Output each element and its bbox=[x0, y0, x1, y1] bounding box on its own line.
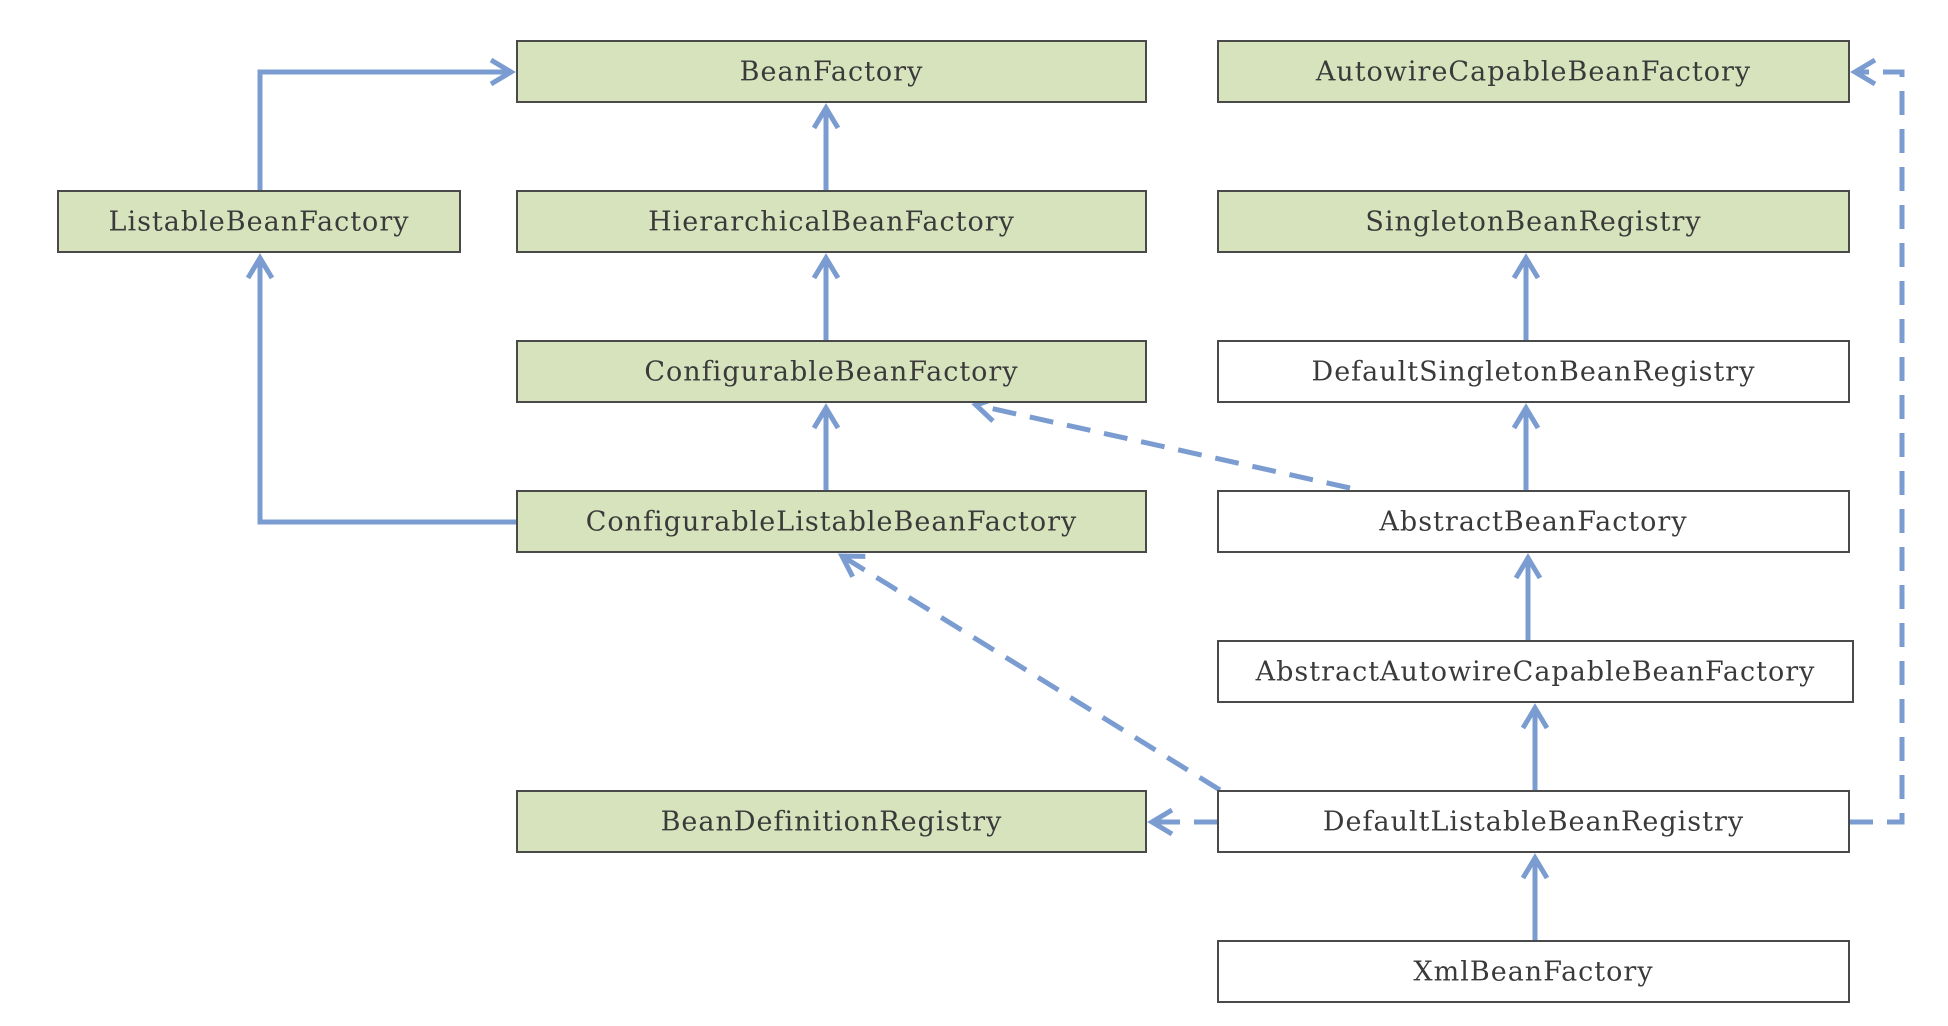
node-abstract-bean-factory: AbstractBeanFactory bbox=[1217, 490, 1850, 553]
node-box bbox=[516, 790, 1147, 853]
node-box bbox=[1217, 190, 1850, 253]
arrowhead-icon bbox=[1520, 703, 1550, 730]
node-default-singleton-bean-registry: DefaultSingletonBeanRegistry bbox=[1217, 340, 1850, 403]
edge-line bbox=[257, 258, 517, 525]
edge-abstract-autowire-capable-bean-factory-to-abstract-bean-factory bbox=[1513, 553, 1543, 641]
edge-line bbox=[840, 553, 1222, 793]
node-box bbox=[1217, 490, 1850, 553]
edge-line bbox=[257, 69, 511, 191]
node-label: AutowireCapableBeanFactory bbox=[1315, 57, 1751, 88]
node-abstract-autowire-capable-bean-factory: AbstractAutowireCapableBeanFactory bbox=[1217, 640, 1854, 703]
edge-default-singleton-bean-registry-to-singleton-bean-registry bbox=[1511, 253, 1541, 341]
arrowhead-icon bbox=[811, 103, 841, 130]
node-label: SingletonBeanRegistry bbox=[1365, 207, 1701, 238]
arrowhead-icon bbox=[1511, 403, 1541, 430]
edge-abstract-bean-factory-to-default-singleton-bean-registry bbox=[1511, 403, 1541, 491]
node-configurable-listable-bean-factory: ConfigurableListableBeanFactory bbox=[516, 490, 1147, 553]
node-label: HierarchicalBeanFactory bbox=[648, 207, 1015, 238]
node-box bbox=[57, 190, 461, 253]
node-bean-factory: BeanFactory bbox=[516, 40, 1147, 103]
arrowhead-icon bbox=[1850, 57, 1877, 87]
node-label: DefaultSingletonBeanRegistry bbox=[1312, 357, 1756, 388]
nodes-layer: BeanFactory AutowireCapableBeanFactoryLis… bbox=[57, 40, 1854, 1003]
arrowhead-icon bbox=[1511, 253, 1541, 280]
edge-line bbox=[1849, 69, 1905, 825]
arrowhead-icon bbox=[811, 403, 841, 430]
node-xml-bean-factory: XmlBeanFactory bbox=[1217, 940, 1850, 1003]
node-autowire-capable-bean-factory: AutowireCapableBeanFactory bbox=[1217, 40, 1850, 103]
edge-default-listable-bean-registry-to-configurable-listable-bean-factory bbox=[837, 553, 1222, 793]
node-box bbox=[1217, 40, 1850, 103]
node-bean-definition-registry: BeanDefinitionRegistry bbox=[516, 790, 1147, 853]
edge-xml-bean-factory-to-default-listable-bean-registry bbox=[1520, 853, 1550, 941]
node-box bbox=[1217, 940, 1850, 1003]
node-default-listable-bean-registry: DefaultListableBeanRegistry bbox=[1217, 790, 1850, 853]
node-box bbox=[1217, 340, 1850, 403]
node-box bbox=[516, 40, 1147, 103]
node-label: AbstractAutowireCapableBeanFactory bbox=[1255, 657, 1816, 688]
edges-layer bbox=[245, 57, 1905, 941]
node-label: AbstractBeanFactory bbox=[1378, 507, 1687, 538]
arrowhead-icon bbox=[1513, 553, 1543, 580]
node-hierarchical-bean-factory: HierarchicalBeanFactory bbox=[516, 190, 1147, 253]
edge-default-listable-bean-registry-to-bean-definition-registry bbox=[1147, 807, 1218, 837]
node-label: ConfigurableListableBeanFactory bbox=[586, 507, 1077, 538]
arrowhead-icon bbox=[245, 253, 275, 280]
edge-default-listable-bean-registry-to-abstract-autowire-capable-bean-factory bbox=[1520, 703, 1550, 791]
edge-default-listable-bean-registry-to-autowire-capable-bean-factory bbox=[1849, 57, 1905, 825]
edge-abstract-bean-factory-to-configurable-bean-factory bbox=[971, 395, 1351, 491]
node-label: ListableBeanFactory bbox=[109, 207, 410, 238]
node-label: DefaultListableBeanRegistry bbox=[1323, 807, 1744, 838]
node-label: BeanFactory bbox=[740, 57, 924, 88]
arrowhead-icon bbox=[1147, 807, 1174, 837]
arrowhead-icon bbox=[837, 553, 866, 578]
node-box bbox=[1217, 790, 1850, 853]
node-box bbox=[516, 340, 1147, 403]
arrowhead-icon bbox=[811, 253, 841, 280]
node-label: ConfigurableBeanFactory bbox=[644, 357, 1018, 388]
edge-line bbox=[975, 402, 1351, 491]
arrowhead-icon bbox=[1520, 853, 1550, 880]
node-box bbox=[516, 490, 1147, 553]
edge-listable-bean-factory-to-bean-factory bbox=[257, 57, 516, 191]
node-label: XmlBeanFactory bbox=[1413, 957, 1653, 988]
edge-configurable-listable-bean-factory-to-configurable-bean-factory bbox=[811, 403, 841, 491]
node-singleton-bean-registry: SingletonBeanRegistry bbox=[1217, 190, 1850, 253]
node-label: BeanDefinitionRegistry bbox=[661, 807, 1003, 838]
edge-hierarchical-bean-factory-to-bean-factory bbox=[811, 103, 841, 191]
node-box bbox=[1217, 640, 1854, 703]
edge-configurable-listable-bean-factory-to-listable-bean-factory bbox=[245, 253, 517, 525]
node-box bbox=[516, 190, 1147, 253]
node-listable-bean-factory: ListableBeanFactory bbox=[57, 190, 461, 253]
edge-configurable-bean-factory-to-hierarchical-bean-factory bbox=[811, 253, 841, 341]
node-configurable-bean-factory: ConfigurableBeanFactory bbox=[516, 340, 1147, 403]
arrowhead-icon bbox=[489, 57, 516, 87]
